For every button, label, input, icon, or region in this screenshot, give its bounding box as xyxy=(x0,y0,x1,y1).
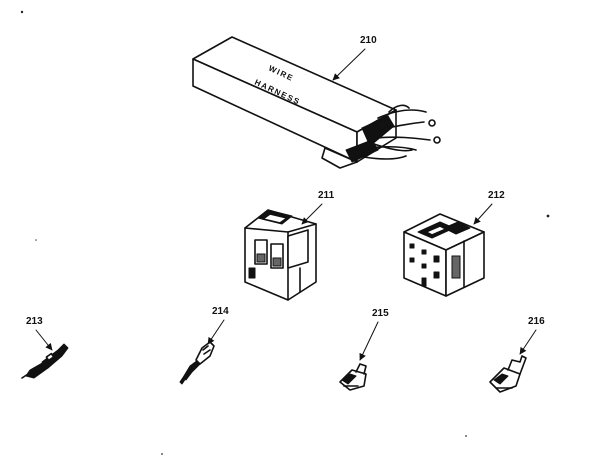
part-211-connector-housing xyxy=(244,209,317,301)
callout-212: 212 xyxy=(488,190,505,201)
arrow-214 xyxy=(207,319,225,345)
part-212-connector-housing xyxy=(403,213,485,297)
callout-216: 216 xyxy=(528,316,545,327)
part-215-receptacle-terminal xyxy=(339,363,367,391)
part-213-terminal-pin xyxy=(21,343,69,379)
scan-specks xyxy=(20,10,550,455)
arrow-211 xyxy=(301,203,323,225)
arrow-210 xyxy=(332,48,366,81)
callout-214: 214 xyxy=(212,306,229,317)
arrow-213 xyxy=(35,329,53,351)
callout-211: 211 xyxy=(318,190,335,201)
callout-215: 215 xyxy=(372,308,389,319)
part-216-receptacle-terminal xyxy=(489,355,527,393)
callout-213: 213 xyxy=(26,316,43,327)
part-210-wire-harness-box: WIRE HARNESS xyxy=(192,36,441,169)
part-214-terminal-pin xyxy=(179,341,215,385)
arrow-212 xyxy=(473,203,493,225)
callout-210: 210 xyxy=(360,35,377,46)
arrow-215 xyxy=(359,321,379,361)
arrow-216 xyxy=(519,329,537,355)
